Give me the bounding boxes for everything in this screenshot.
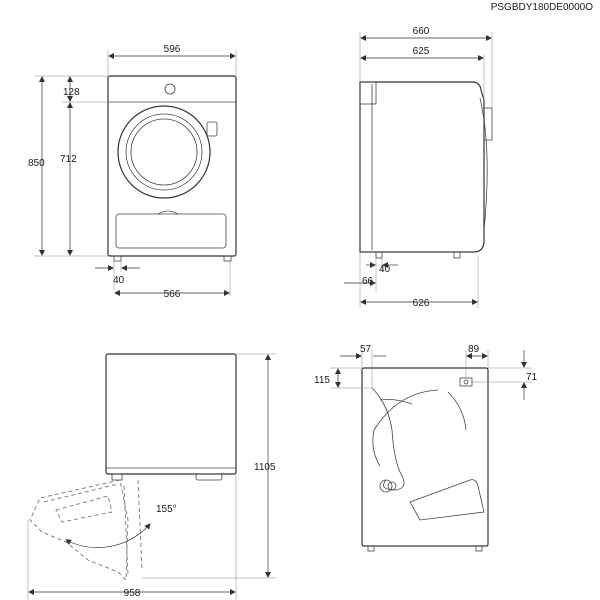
rear-view: 57 89 115 71	[314, 344, 538, 552]
rear-height-left-label: 115	[314, 375, 330, 386]
rear-height-right-label: 71	[526, 372, 538, 383]
front-top-panel-label: 128	[63, 87, 80, 98]
front-width-label: 596	[164, 44, 181, 55]
door-ring-icon	[117, 105, 211, 199]
door-height-open-label: 1105	[254, 462, 276, 473]
side-depth-body-label: 625	[413, 46, 430, 57]
side-depth-base-label: 626	[413, 298, 430, 309]
front-foot-offset-label: 40	[113, 275, 125, 286]
door-width-open-label: 958	[124, 588, 141, 599]
program-knob-icon	[164, 83, 176, 95]
front-foot-span-label: 566	[164, 289, 181, 300]
front-view: 596 850 128 712 40 566	[28, 44, 237, 300]
rear-offset-right-label: 89	[468, 344, 480, 355]
door-angle-label: 155°	[156, 504, 177, 515]
product-code: PSGBDY180DE0000O	[491, 2, 594, 13]
side-depth-total-label: 660	[413, 26, 430, 37]
front-height-total-label: 850	[28, 158, 45, 169]
front-height-body-label: 712	[60, 154, 77, 165]
rear-offset-left-label: 57	[360, 344, 372, 355]
side-foot-offset-label: 40	[379, 264, 391, 275]
door-open-view: 155° 1105 958	[27, 353, 276, 600]
side-foot-rear-label: 66	[362, 276, 374, 287]
hose-coil-icon	[379, 479, 393, 493]
side-view: 660 625 40 66 626	[344, 26, 493, 309]
